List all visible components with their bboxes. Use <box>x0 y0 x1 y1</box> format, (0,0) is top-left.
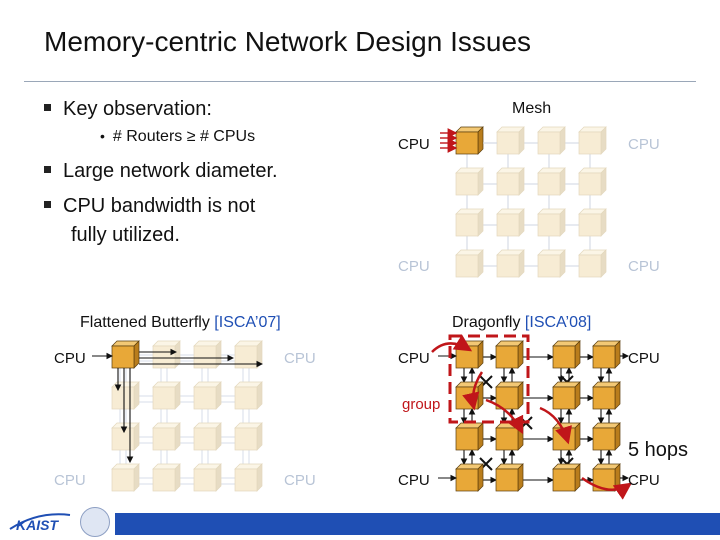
df-router <box>552 463 581 492</box>
mesh-router <box>578 208 607 237</box>
bullet-bandwidth-cont: fully utilized. <box>71 224 180 246</box>
kaist-logo-text: KAIST <box>16 517 59 533</box>
df-router <box>495 463 524 492</box>
fb-router <box>111 463 140 492</box>
mesh-router <box>455 208 484 237</box>
df-hop-arrow <box>462 371 484 411</box>
bullet-text: CPU bandwidth is not <box>63 195 256 217</box>
df-hop-arrow <box>431 334 473 353</box>
mesh-label: Mesh <box>512 100 552 117</box>
mesh-router <box>537 167 566 196</box>
bullet-marker <box>44 104 51 112</box>
mesh-router <box>496 167 525 196</box>
bullet-diameter: Large network diameter. <box>44 158 278 184</box>
fb-router <box>193 422 222 451</box>
sub-bullet-routers: • # Routers ≥ # CPUs <box>100 128 255 146</box>
kaist-seal-icon <box>80 507 110 537</box>
fb-router <box>111 381 140 410</box>
mesh-cpu-bottom-left: CPU <box>398 258 430 275</box>
mesh-router <box>537 126 566 155</box>
mesh-cpu-top-right: CPU <box>628 136 660 153</box>
mesh-topology <box>440 126 607 278</box>
slide-title: Memory-centric Network Design Issues <box>44 26 532 57</box>
fb-router <box>152 381 181 410</box>
df-cpu-bottom-right: CPU <box>628 472 660 489</box>
df-group-label: group <box>402 396 441 413</box>
mesh-router <box>578 249 607 278</box>
mesh-cpu-top-left: CPU <box>398 136 430 153</box>
fb-router <box>234 381 263 410</box>
dragonfly-label: Dragonfly [ISCA’08] <box>452 314 591 332</box>
fb-cpu-bottom-left: CPU <box>54 472 86 489</box>
df-router <box>552 340 581 369</box>
fb-citation: [ISCA’07] <box>214 314 281 331</box>
mesh-router <box>496 249 525 278</box>
sub-bullet-text: # Routers ≥ # CPUs <box>112 128 256 145</box>
mesh-router <box>537 249 566 278</box>
df-hops-label: 5 hops <box>628 439 689 461</box>
fb-router <box>193 381 222 410</box>
fb-router <box>111 340 140 369</box>
flattened-butterfly-topology <box>92 340 264 492</box>
df-router <box>552 381 581 410</box>
fb-router <box>234 463 263 492</box>
df-router <box>592 381 621 410</box>
fb-cpu-top-left: CPU <box>54 350 86 367</box>
fb-label-text: Flattened Butterfly <box>80 314 215 331</box>
mesh-router <box>455 167 484 196</box>
fb-router <box>234 422 263 451</box>
bullet-bandwidth: CPU bandwidth is not <box>44 193 255 219</box>
bullet-marker <box>44 201 51 209</box>
df-hop-arrow <box>485 398 524 435</box>
df-hop-arrow <box>539 406 572 445</box>
sub-bullet-marker: • <box>100 128 105 144</box>
fb-cpu-top-right: CPU <box>284 350 316 367</box>
df-router <box>592 422 621 451</box>
df-cpu-bottom-left: CPU <box>398 472 430 489</box>
df-router <box>592 340 621 369</box>
mesh-router <box>455 249 484 278</box>
bullet-text: Key observation: <box>63 98 212 120</box>
df-cpu-top-right: CPU <box>628 350 660 367</box>
mesh-router <box>578 167 607 196</box>
fb-router <box>193 340 222 369</box>
df-router <box>455 463 484 492</box>
fb-cpu-bottom-right: CPU <box>284 472 316 489</box>
mesh-router <box>455 126 484 155</box>
fb-router <box>111 422 140 451</box>
df-router <box>455 422 484 451</box>
bullet-text: Large network diameter. <box>63 160 278 182</box>
fb-router <box>193 463 222 492</box>
df-cpu-top-left: CPU <box>398 350 430 367</box>
df-hop-arrow <box>581 476 633 500</box>
bullet-marker <box>44 166 51 174</box>
df-router <box>455 381 484 410</box>
mesh-router <box>578 126 607 155</box>
df-router <box>495 340 524 369</box>
mesh-router <box>537 208 566 237</box>
title-divider <box>24 81 696 82</box>
df-group-outline <box>448 334 530 424</box>
dragonfly-topology <box>431 334 633 500</box>
df-label-text: Dragonfly <box>452 314 525 331</box>
bullet-key-observation: Key observation: <box>44 96 212 122</box>
flattened-butterfly-label: Flattened Butterfly [ISCA’07] <box>80 314 281 332</box>
df-citation: [ISCA’08] <box>524 314 592 331</box>
mesh-router <box>496 126 525 155</box>
fb-router <box>152 422 181 451</box>
mesh-router <box>496 208 525 237</box>
mesh-cpu-bottom-right: CPU <box>628 258 660 275</box>
df-router <box>495 381 524 410</box>
fb-router <box>152 463 181 492</box>
kaist-logo: KAIST <box>8 509 72 535</box>
footer-bar <box>115 513 720 535</box>
